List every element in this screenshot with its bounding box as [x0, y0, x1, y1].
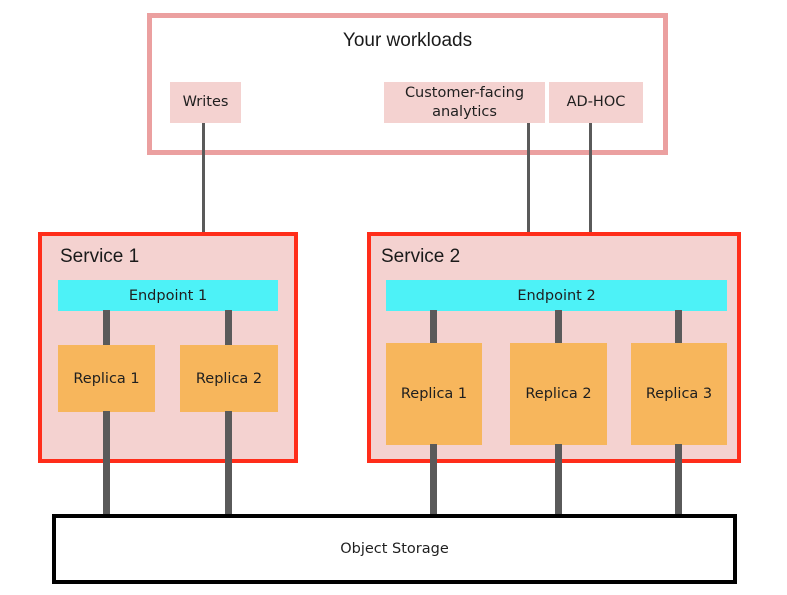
endpoint-1[interactable]: Endpoint 1	[58, 280, 278, 311]
connector-service2-replica1-storage	[430, 444, 437, 516]
connector-service2-replica3-storage	[675, 444, 682, 516]
workload-chip-ad-hoc[interactable]: AD-HOC	[549, 82, 643, 123]
service-2-replica-3[interactable]: Replica 3	[631, 343, 727, 445]
service-2-replica-1[interactable]: Replica 1	[386, 343, 482, 445]
connector-endpoint1-replica2	[225, 310, 232, 346]
connector-endpoint2-replica1	[430, 310, 437, 344]
arrow-analytics-to-endpoint-2-line	[527, 123, 530, 261]
object-storage-box[interactable]: Object Storage	[52, 514, 737, 584]
connector-endpoint2-replica2	[555, 310, 562, 344]
endpoint-2[interactable]: Endpoint 2	[386, 280, 727, 311]
arrow-adhoc-to-endpoint-2-line	[589, 123, 592, 261]
connector-service1-replica1-storage	[103, 411, 110, 516]
service-2-title: Service 2	[381, 246, 461, 267]
connector-endpoint1-replica1	[103, 310, 110, 346]
arrow-writes-to-endpoint-1-line	[202, 123, 205, 261]
service-2-replica-2[interactable]: Replica 2	[510, 343, 607, 445]
connector-service2-replica2-storage	[555, 444, 562, 516]
connector-endpoint2-replica3	[675, 310, 682, 344]
connector-service1-replica2-storage	[225, 411, 232, 516]
workload-chip-writes[interactable]: Writes	[170, 82, 241, 123]
workloads-title: Your workloads	[342, 30, 473, 51]
service-1-replica-1[interactable]: Replica 1	[58, 345, 155, 412]
service-1-replica-2[interactable]: Replica 2	[180, 345, 278, 412]
workload-chip-customer-facing-analytics[interactable]: Customer-facing analytics	[384, 82, 545, 123]
service-1-title: Service 1	[60, 246, 140, 267]
